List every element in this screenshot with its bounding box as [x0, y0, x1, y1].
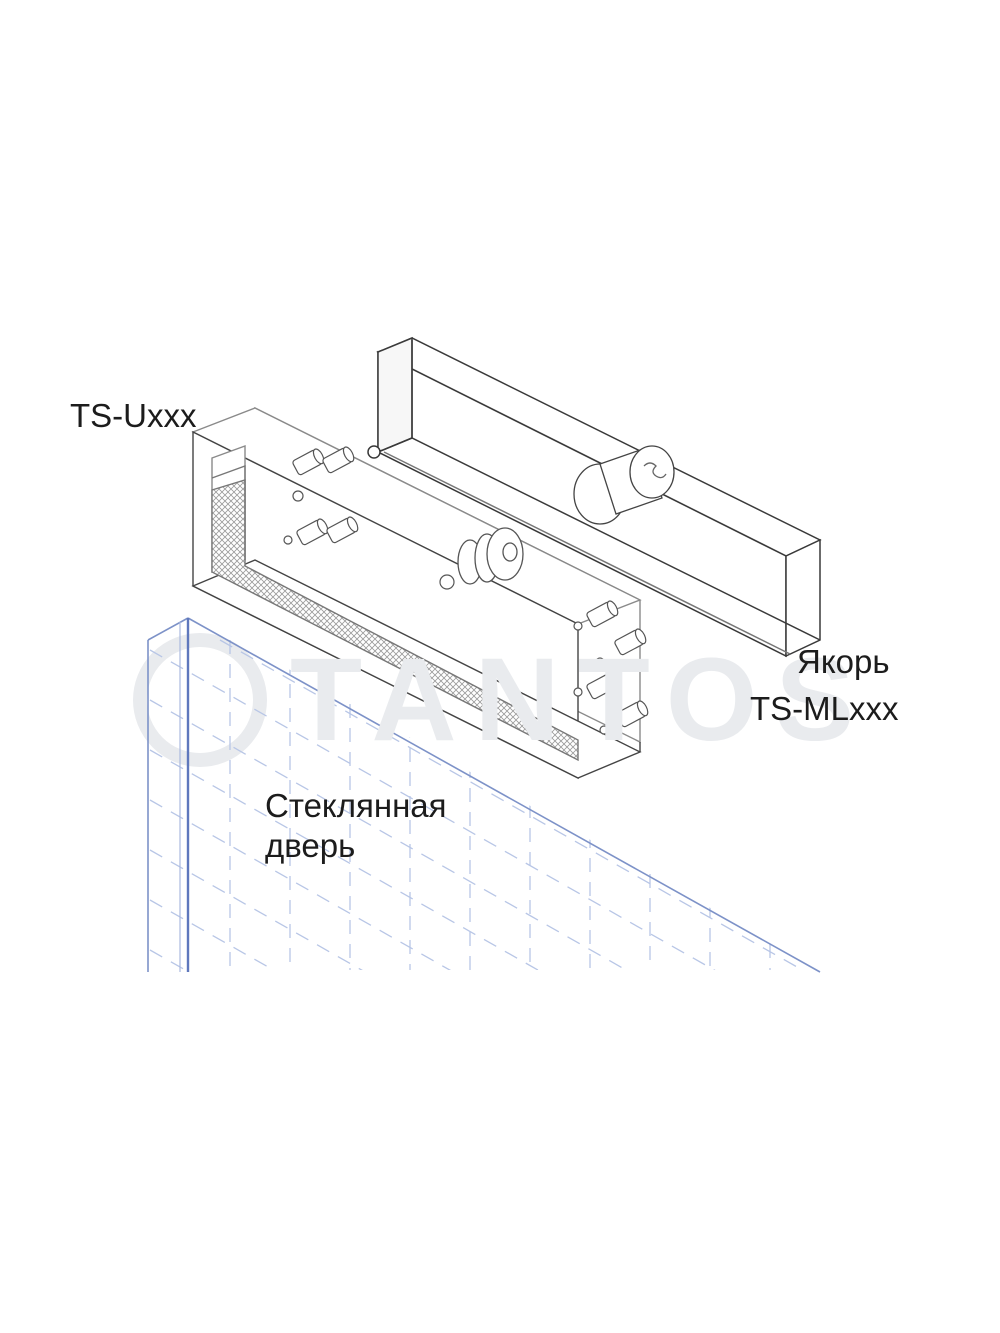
set-screws [283, 446, 649, 735]
bracket-label-text: TS-Uxxx [70, 397, 197, 434]
anchor-label-model: TS-MLxxx [750, 689, 899, 729]
anchor-bolt [573, 445, 675, 525]
watermark-logo [133, 633, 267, 767]
door-label-line2: дверь [265, 827, 356, 865]
anchor-label-line2: TS-MLxxx [750, 690, 899, 727]
door-label-line1: Стеклянная [265, 787, 447, 824]
anchor-label-line1: Якорь [797, 643, 890, 680]
door-label: Стеклянная дверь [265, 786, 447, 867]
pivot-bushing [457, 527, 524, 585]
anchor-label: Якорь [797, 642, 890, 682]
bracket-label: TS-Uxxx [70, 396, 197, 436]
watermark-text: TANTOS [290, 634, 872, 766]
